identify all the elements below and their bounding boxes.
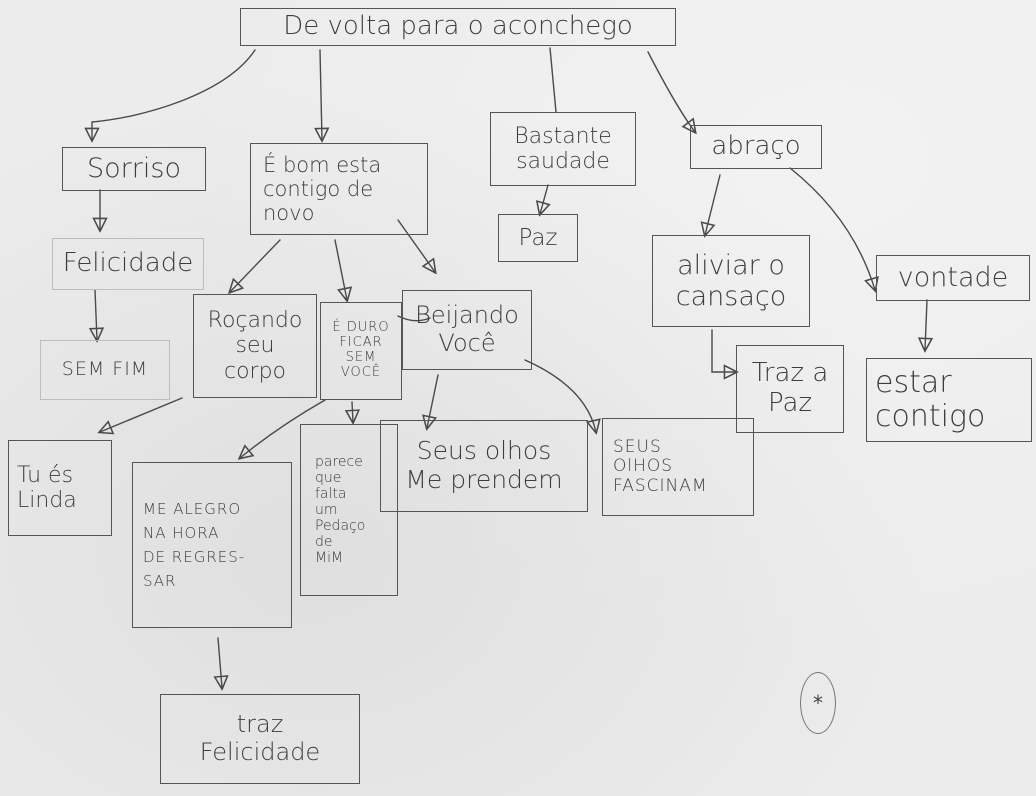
node-estar-contigo: estar contigo <box>866 358 1032 442</box>
node-felicidade: Felicidade <box>52 238 204 290</box>
link-root-sorriso <box>92 49 256 140</box>
link-abraco-vontade <box>789 167 875 290</box>
node-beijando-voce: Beijando Você <box>402 290 532 370</box>
node-traz-felicidade: traz Felicidade <box>160 694 360 784</box>
link-root-bom <box>320 49 322 140</box>
node-sorriso: Sorriso <box>62 147 206 191</box>
link-vontade-estar <box>925 299 927 350</box>
node-seus-olhos-fascinam: SEUS OlHOS FASCINAM <box>602 418 754 516</box>
link-rocando-linda <box>100 397 183 432</box>
node-e-duro-ficar-sem-voce: É DURO FICAR SEM VOCÊ <box>320 302 402 400</box>
node-bastante-saudade: Bastante saudade <box>490 112 636 186</box>
node-seus-olhos-me-prendem: Seus olhos Me prendem <box>380 420 588 512</box>
link-bom-beijando <box>397 219 435 272</box>
node-tu-es-linda: Tu és Linda <box>8 440 112 536</box>
node-parece-que-falta: parece que falta um Pedaço de MiM <box>300 424 398 596</box>
link-rocando-alegro <box>240 399 326 458</box>
link-root-abraco <box>647 51 695 132</box>
link-root-saudade <box>549 47 557 113</box>
node-root: De volta para o aconchego <box>240 8 676 46</box>
node-sem-fim: SEM FIM <box>40 340 170 400</box>
link-felicidade-semfim <box>95 289 97 340</box>
link-aliviar-trazpaz <box>711 329 736 372</box>
link-abraco-aliviar <box>705 174 721 235</box>
link-eduro-parece <box>352 401 353 422</box>
node-paz: Paz <box>498 214 578 262</box>
node-e-bom-esta-contigo: É bom esta contigo de novo <box>250 143 428 235</box>
node-abraco: abraço <box>690 125 822 169</box>
link-bom-rocando <box>230 239 281 292</box>
node-vontade: vontade <box>876 255 1030 301</box>
node-aliviar-o-cansaco: aliviar o cansaço <box>652 235 810 327</box>
node-traz-a-paz: Traz a Paz <box>736 345 844 433</box>
node-me-alegro: ME ALEGRO NA HORA DE REGRES- SAR <box>132 462 292 628</box>
link-beijando-prendem <box>427 374 439 428</box>
link-saudade-paz <box>540 184 548 214</box>
link-alegro-felicidade <box>218 637 222 688</box>
link-bom-eduro <box>334 239 347 300</box>
asterisk-mark: * <box>800 672 836 734</box>
node-rocando-seu-corpo: Roçando seu corpo <box>193 294 317 398</box>
link-eduro-beijando <box>397 315 431 322</box>
link-beijando-fascinam <box>524 359 596 432</box>
